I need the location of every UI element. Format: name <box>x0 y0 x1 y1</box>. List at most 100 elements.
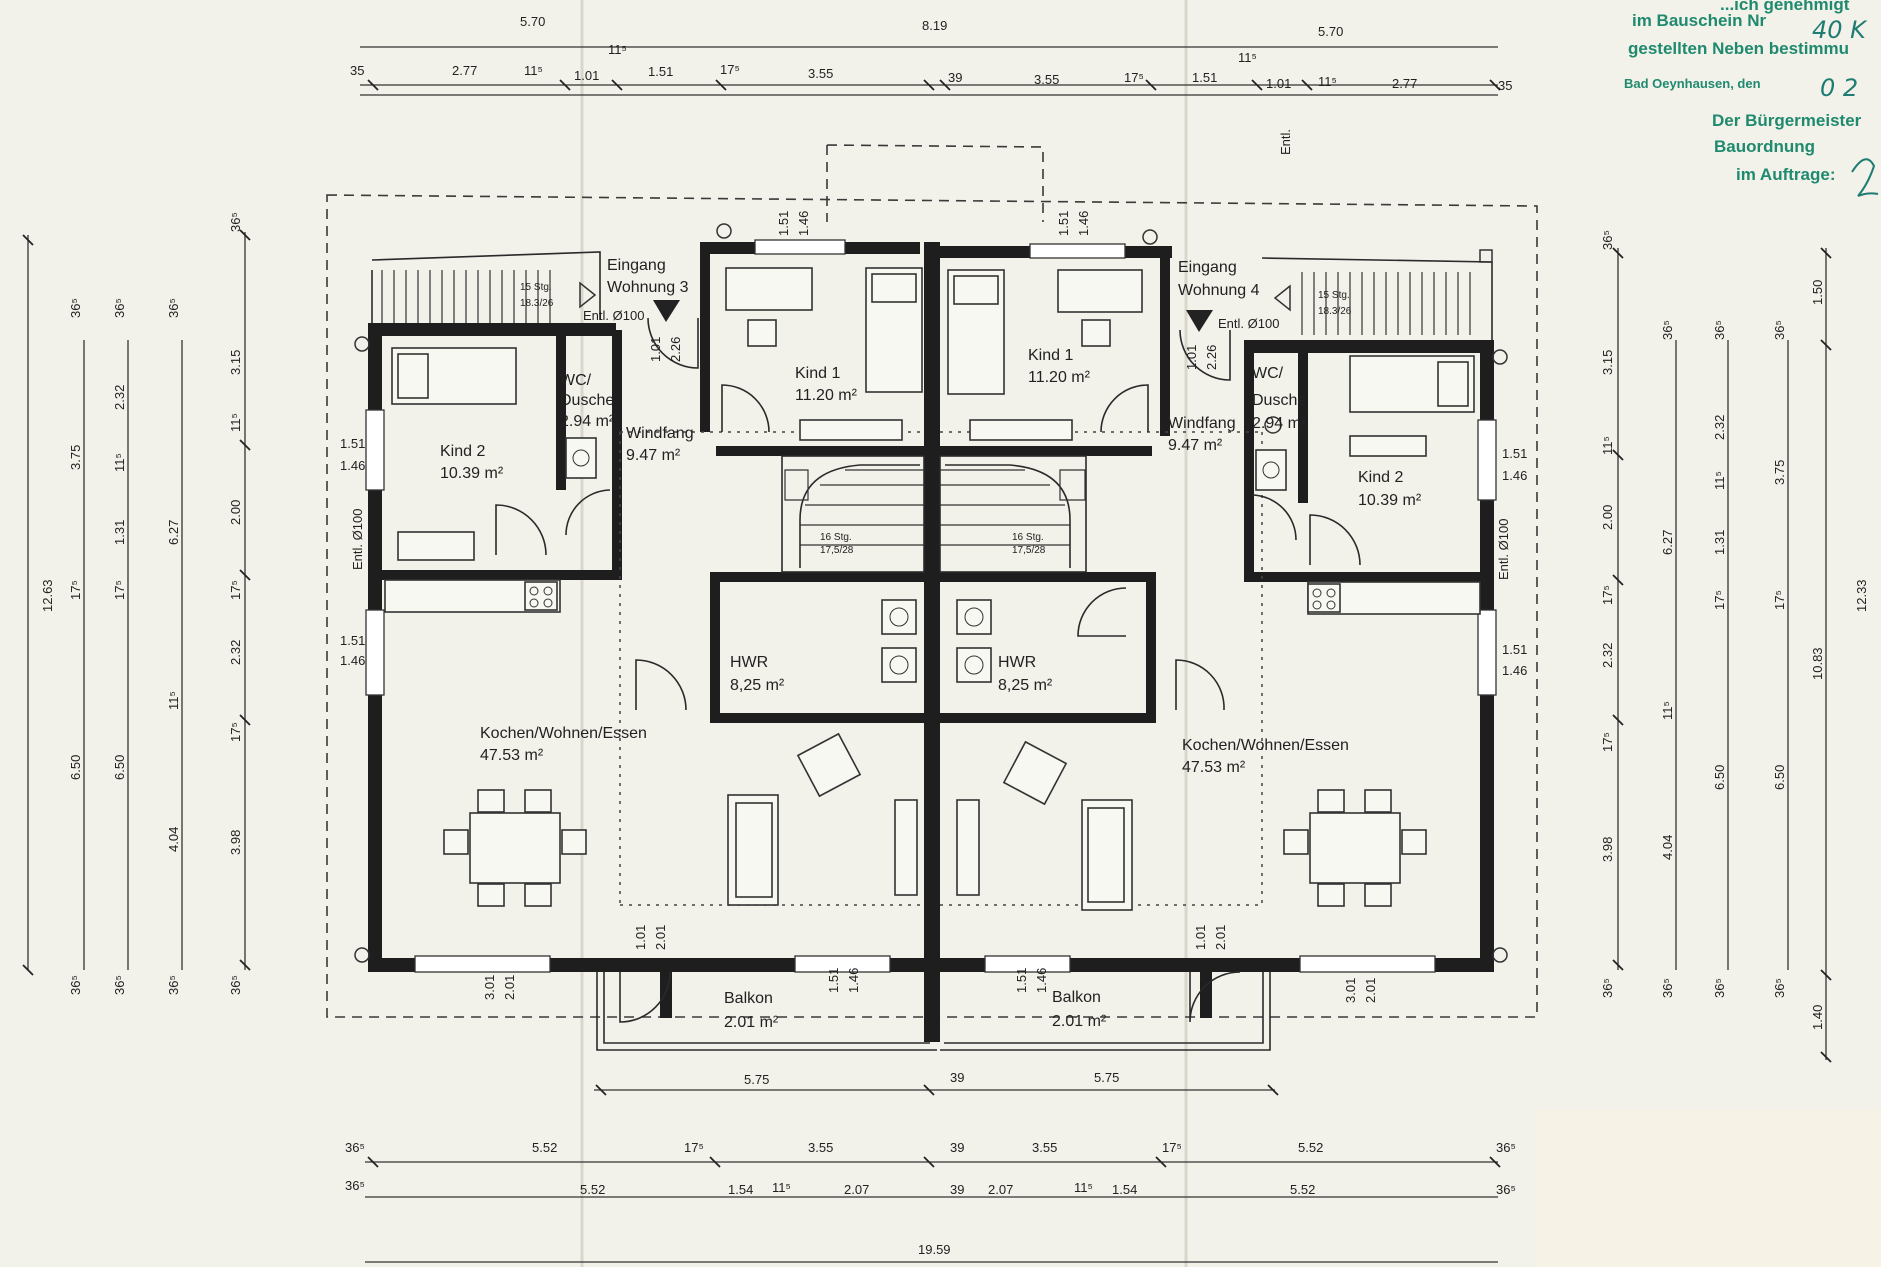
win-w-left: 1.51 <box>340 436 365 451</box>
entl-side-left: Entl. Ø100 <box>350 509 365 570</box>
wall-left-top <box>368 323 616 336</box>
bal-dim-2: 5.75 <box>1094 1070 1119 1085</box>
window-bottom-right <box>1299 955 1436 973</box>
stamp-line-5: Der Bürgermeister <box>1712 111 1862 130</box>
window-kind2-right <box>1477 419 1497 501</box>
eingang-left-a: Eingang <box>607 257 666 274</box>
rc2-4: 17⁵ <box>1712 590 1727 610</box>
door-h-bal-r: 2.01 <box>1213 925 1228 950</box>
internal-stair-left <box>781 455 925 573</box>
outer-stair-left <box>371 251 601 323</box>
wardrobe-kind1-left <box>799 419 903 441</box>
dining-tables <box>443 789 1427 907</box>
door-wc-left <box>565 489 611 536</box>
rc2-1: 2.32 <box>1712 415 1727 440</box>
rc1-0: 36⁵ <box>1772 320 1787 340</box>
window-kind1-left <box>754 239 846 255</box>
top-row2-5: 17⁵ <box>720 62 740 77</box>
door-hwr-right <box>1077 587 1127 637</box>
win-h-top-r: 1.46 <box>1076 211 1091 236</box>
win-h-right: 1.46 <box>1502 468 1527 483</box>
rc2-6: 36⁵ <box>1712 978 1727 998</box>
desk-kind1-left <box>725 267 813 311</box>
top-row2-14: 35 <box>1498 78 1512 93</box>
entl-side-right: Entl. Ø100 <box>1496 519 1511 580</box>
door-h-left: 2.26 <box>668 337 683 362</box>
opening-dims: 1.51 1.46 1.51 1.46 1.51 1.46 1.51 1.46 … <box>340 211 1527 1003</box>
kind2-left-area: 10.39 m² <box>440 465 504 482</box>
b1-7: 5.52 <box>1298 1140 1323 1155</box>
door-h-bal-l: 2.01 <box>653 925 668 950</box>
wall-right-upper-step <box>1160 246 1170 436</box>
top-dim-2: 8.19 <box>922 18 947 33</box>
hwr-left-area: 8,25 m² <box>730 677 785 694</box>
living-furniture <box>727 732 1133 911</box>
lc1-2: 17⁵ <box>68 580 83 600</box>
lc3-3: 4.04 <box>166 827 181 852</box>
dormer-outline <box>826 144 1044 222</box>
lc4-0: 36⁵ <box>228 212 243 232</box>
rc4-4: 17⁵ <box>1600 585 1615 605</box>
left-total: 12.63 <box>40 579 55 612</box>
dimension-lines <box>27 46 1827 1263</box>
b2-9: 5.52 <box>1290 1182 1315 1197</box>
balkon-right-name: Balkon <box>1052 989 1101 1006</box>
door-w-bal-r: 1.01 <box>1193 925 1208 950</box>
rc3-3: 4.04 <box>1660 835 1675 860</box>
right-total: 12.33 <box>1854 579 1869 612</box>
win-w-top-r: 1.51 <box>1056 211 1071 236</box>
roof-markers <box>354 223 1508 963</box>
top-row2-6: 3.55 <box>808 66 833 81</box>
top-row2-8: 3.55 <box>1034 72 1059 87</box>
armchair-right <box>1002 740 1068 806</box>
entl-top-right: Entl. Ø100 <box>1218 316 1279 331</box>
stamp-signature <box>1851 158 1879 197</box>
stamp-line-1: ...ich genehmigt <box>1720 0 1850 14</box>
lc1-4: 36⁵ <box>68 975 83 995</box>
b2-3: 11⁵ <box>772 1180 791 1195</box>
bal-dim-1: 39 <box>950 1070 964 1085</box>
win-br-w: 3.01 <box>1343 978 1358 1003</box>
door-balcony-right <box>1189 971 1241 1023</box>
win-w-left2: 1.51 <box>340 633 365 648</box>
rc3-2: 11⁵ <box>1660 701 1675 720</box>
stair-outer-right-b: 18.3/26 <box>1318 306 1352 317</box>
stamp-line-6: Bauordnung <box>1714 137 1815 156</box>
lc3-0: 36⁵ <box>166 298 181 318</box>
wc-right-area: 2.94 m² <box>1252 415 1307 432</box>
lc2-3: 1.31 <box>112 520 127 545</box>
b1-5: 3.55 <box>1032 1140 1057 1155</box>
tv-board-right <box>956 799 980 896</box>
kitchens <box>384 579 1481 615</box>
wc-left-label-a: WC/ <box>560 372 592 389</box>
stamp-line-7: im Auftrage: <box>1736 165 1836 184</box>
hwr-left-name: HWR <box>730 654 768 671</box>
desk-kind1-right <box>1057 269 1143 313</box>
b2-5: 39 <box>950 1182 964 1197</box>
wall-stair-left-top <box>716 446 924 456</box>
door-kind1-left <box>721 384 770 433</box>
rc2-5: 6.50 <box>1712 765 1727 790</box>
windfang-right-area: 9.47 m² <box>1168 437 1223 454</box>
stair-inner-right-a: 16 Stg. <box>1012 532 1044 543</box>
top-dim-1: 5.70 <box>520 14 545 29</box>
win-bl-h: 2.01 <box>502 975 517 1000</box>
roof-outline <box>326 194 1538 1018</box>
wall-wc-left <box>612 330 622 574</box>
paper-shadow-corner <box>1535 1110 1881 1267</box>
door-kind2-right <box>1309 514 1361 566</box>
lc4-8: 36⁵ <box>228 975 243 995</box>
wall-kitchen-left-top <box>368 570 622 580</box>
wall-hwr-right-side <box>1146 572 1156 723</box>
wall-kind2-right-left <box>1298 343 1308 503</box>
beds <box>391 267 1475 413</box>
balkon-left-name: Balkon <box>724 990 773 1007</box>
wall-hwr-left-bottom <box>710 713 924 723</box>
wall-balcony-right <box>1200 958 1212 1018</box>
win-h-top-l: 1.46 <box>796 211 811 236</box>
rc1-4: 36⁵ <box>1772 978 1787 998</box>
top-row2-10: 1.51 <box>1192 70 1217 85</box>
lc2-6: 36⁵ <box>112 975 127 995</box>
top-row2-3: 1.01 <box>574 68 599 83</box>
